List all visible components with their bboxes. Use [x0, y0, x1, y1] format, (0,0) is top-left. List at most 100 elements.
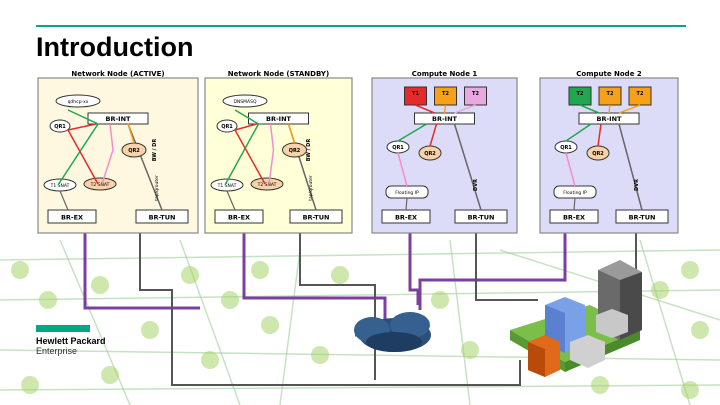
t2-snat [83, 177, 117, 191]
br-tun-label: BR-TUN [303, 214, 330, 222]
mesh-line [449, 239, 471, 405]
mesh-line [59, 239, 131, 405]
t2-snat [250, 177, 284, 191]
t1-label: T1 SNAT [50, 183, 70, 189]
slide-title: Introduction [36, 32, 194, 62]
internet-cloud [354, 312, 431, 352]
node-title: Network Node (ACTIVE) [71, 70, 164, 78]
vm-link [608, 104, 611, 114]
datacenter-buildings [510, 260, 642, 377]
vm-label: T2 [442, 91, 449, 97]
logo-line-1: Hewlett Packard [36, 336, 106, 346]
dhcp-label: qdhcp-xx [68, 99, 89, 105]
qr1-label: QR1 [221, 124, 233, 130]
bw-label: BW / DR [152, 139, 158, 162]
int-tun-link [618, 123, 643, 211]
mesh-node [11, 261, 29, 279]
orange-link [287, 123, 296, 144]
vm-link [618, 104, 641, 114]
red-link [66, 123, 99, 185]
br-tun-label: BR-TUN [629, 214, 656, 222]
br-int-label: BR-INT [106, 115, 132, 123]
mesh-node [181, 266, 199, 284]
dhcp-ellipse [222, 94, 268, 108]
mesh-node [691, 321, 709, 339]
mesh-node [461, 341, 479, 359]
dvr-label: DVR [634, 179, 640, 191]
pink-link [397, 152, 408, 187]
mesh-node [331, 266, 349, 284]
float-ex-link [573, 197, 576, 211]
mesh-line [179, 239, 241, 405]
vm-link [443, 104, 447, 114]
node-group: Network Node (ACTIVE) BR-INT BR-EX BR-TUN qd… [37, 70, 679, 234]
mesh-node [431, 291, 449, 309]
mesh-node [591, 376, 609, 394]
floating-label: Floating IP [395, 190, 419, 196]
vm-label: T2 [472, 91, 479, 97]
mesh-node [21, 376, 39, 394]
br-tun-label: BR-TUN [468, 214, 495, 222]
logo-line-2: Enterprise [36, 346, 78, 356]
qr1-label: QR1 [54, 124, 66, 130]
hpe-logo: Hewlett Packard Enterprise [36, 325, 106, 356]
br-ex-box [214, 209, 264, 224]
vm-label: T2 [577, 91, 584, 97]
qr1-label: QR1 [560, 145, 572, 151]
node-title: Compute Node 1 [412, 70, 478, 78]
mesh-node [101, 366, 119, 384]
br-int-label: BR-INT [432, 115, 458, 123]
qr1-ellipse [216, 119, 238, 133]
green-link [397, 123, 427, 142]
br-int-label: BR-INT [266, 115, 292, 123]
br-ex-label: BR-EX [395, 214, 417, 222]
qr2-label: QR2 [128, 148, 140, 154]
mesh-node [91, 276, 109, 294]
node-title: Compute Node 2 [576, 70, 642, 78]
mesh-node [311, 346, 329, 364]
mesh-node [681, 261, 699, 279]
qr2-label: QR2 [424, 151, 436, 157]
vm-link [579, 104, 600, 114]
pink-link [268, 123, 275, 185]
red-link [429, 123, 438, 147]
mesh-line [0, 249, 720, 261]
mesh-node [39, 291, 57, 309]
vm-label: T2 [607, 91, 614, 97]
dvr-label: DVR [473, 179, 479, 191]
green-link [224, 109, 260, 186]
mesh-line [279, 249, 301, 405]
qr1-label: QR1 [392, 145, 404, 151]
snat-ex-link [226, 190, 236, 211]
br-ex-box [47, 209, 97, 224]
br-ex-label: BR-EX [228, 214, 250, 222]
snat-ex-link [59, 190, 69, 211]
green-link [57, 109, 100, 186]
external-links [83, 228, 637, 386]
bw-label: BW / DR [306, 139, 312, 162]
mesh-node [221, 291, 239, 309]
node-title: Network Node (STANDBY) [228, 70, 329, 78]
pink-link [101, 123, 114, 185]
t2-label: T2 SNAT [257, 182, 277, 188]
hpe-logo-bar [36, 325, 90, 332]
qr2-label: QR2 [289, 148, 301, 154]
mesh-node [651, 281, 669, 299]
vm-label: T2 [637, 91, 644, 97]
qr2-label: QR2 [592, 151, 604, 157]
node-box: Compute Node 2 BR-INT BR-EX BR-TUN T2 T2 T2QR1… [539, 70, 679, 234]
title-rule [36, 25, 686, 27]
red-link [597, 123, 602, 147]
br-int-label: BR-INT [597, 115, 623, 123]
t2-label: T2 SNAT [90, 182, 110, 188]
mesh-line [639, 239, 691, 405]
red-link [233, 123, 266, 185]
mesh-node [201, 351, 219, 369]
pink-link [565, 152, 576, 187]
br-int-box [87, 112, 149, 125]
br-ex-label: BR-EX [563, 214, 585, 222]
